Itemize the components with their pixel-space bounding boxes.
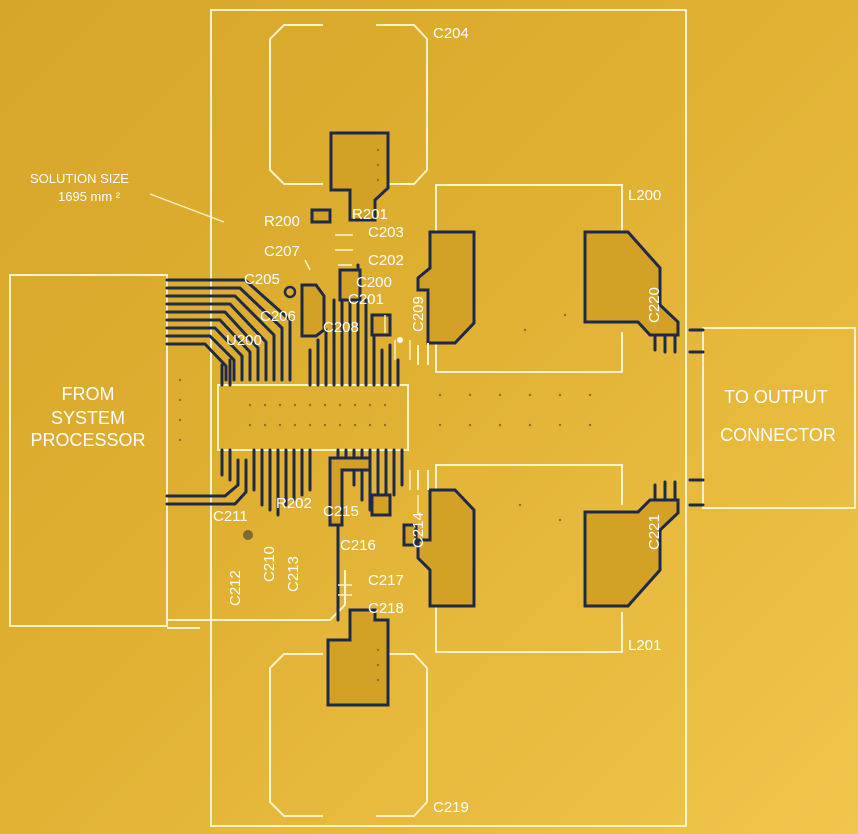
label-r202: R202 (276, 495, 312, 512)
label-c206: C206 (260, 308, 296, 325)
label-r200: R200 (264, 213, 300, 230)
system-processor-line2: SYSTEM (51, 408, 125, 428)
label-c203: C203 (368, 224, 404, 241)
solution-area-outline (210, 9, 687, 827)
label-c212: C212 (227, 570, 244, 606)
label-c200: C200 (356, 274, 392, 291)
output-connector-box: TO OUTPUT CONNECTOR (702, 327, 856, 509)
label-c208: C208 (323, 319, 359, 336)
label-u200: U200 (226, 332, 262, 349)
input-bus-traces (165, 278, 346, 629)
label-c214: C214 (410, 512, 427, 548)
label-c216: C216 (340, 537, 376, 554)
label-c210: C210 (261, 546, 278, 582)
solution-size-leader (149, 193, 225, 223)
c204-footprint (269, 24, 428, 222)
output-connector-line1: TO OUTPUT (724, 387, 828, 407)
label-c202: C202 (368, 252, 404, 269)
label-c204: C204 (433, 25, 469, 42)
c219-footprint (269, 608, 428, 817)
label-c213: C213 (285, 556, 302, 592)
output-traces (417, 328, 705, 507)
label-c207: C207 (264, 243, 300, 260)
label-c209: C209 (410, 296, 427, 332)
via-field (178, 148, 592, 682)
label-c221: C221 (646, 514, 663, 550)
solution-size-line2: 1695 mm ² (58, 189, 121, 204)
passive-silk-marks (304, 234, 419, 596)
label-l200: L200 (628, 187, 661, 204)
solution-size-line1: SOLUTION SIZE (30, 171, 129, 186)
solution-size-annotation: SOLUTION SIZE 1695 mm ² (30, 171, 225, 223)
label-l201: L201 (628, 637, 661, 654)
component-labels: C204 L200 R200 R201 C203 C207 C202 C205 … (213, 25, 663, 816)
l200-footprint (416, 184, 680, 373)
label-c201: C201 (348, 291, 384, 308)
label-c205: C205 (244, 271, 280, 288)
label-c219: C219 (433, 799, 469, 816)
u200-ic (217, 263, 409, 622)
l201-footprint (416, 464, 680, 653)
label-r201: R201 (352, 206, 388, 223)
label-c217: C217 (368, 572, 404, 589)
label-c211: C211 (213, 508, 248, 525)
output-connector-line2: CONNECTOR (720, 425, 836, 445)
system-processor-line1: FROM (62, 384, 115, 404)
label-c215: C215 (323, 503, 359, 520)
label-c218: C218 (368, 600, 404, 617)
label-c220: C220 (646, 287, 663, 323)
system-processor-box: FROM SYSTEM PROCESSOR (9, 274, 168, 627)
system-processor-line3: PROCESSOR (30, 430, 145, 450)
